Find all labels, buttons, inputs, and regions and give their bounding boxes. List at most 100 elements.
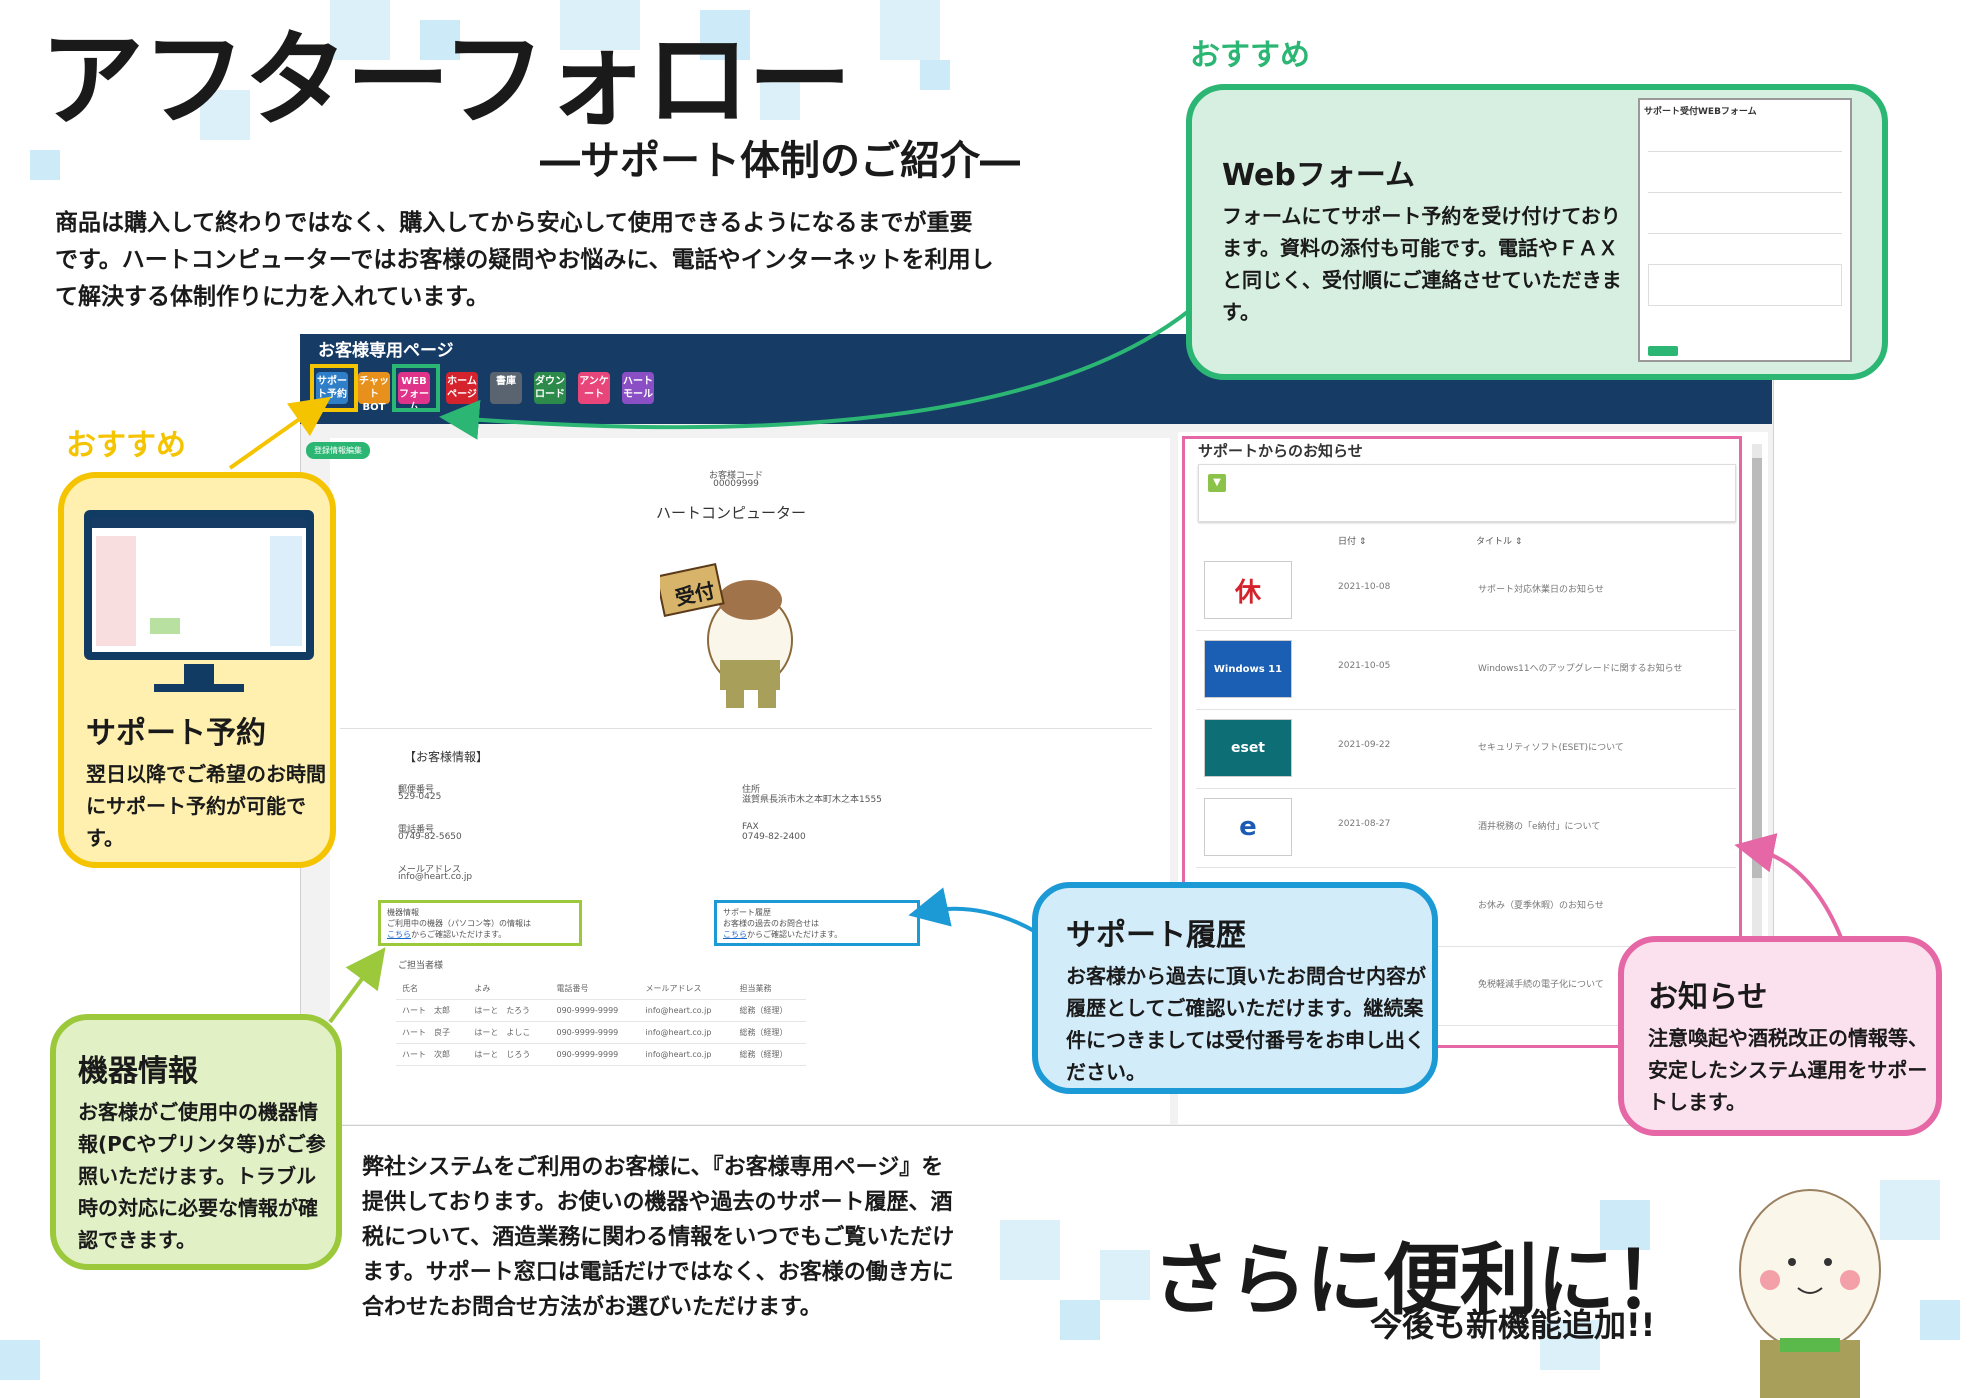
nav-button-2[interactable]: WEBフォーム (398, 372, 430, 413)
callout-support-history: サポート履歴 お客様から過去に頂いたお問合せ内容が履歴としてご確認いただけます。… (1032, 882, 1438, 1094)
history-box-title: サポート履歴 (723, 908, 771, 917)
news-date-header[interactable]: 日付 ⇕ (1338, 537, 1367, 547)
more-convenient-heading: さらに便利に！ (1152, 1236, 1692, 1326)
table-cell: info@heart.co.jp (639, 999, 734, 1022)
table-cell: ハート 良子 (396, 1021, 469, 1044)
news-filter-panel (1198, 464, 1736, 522)
reservation-text: 翌日以降でご希望のお時間にサポート予約が可能です。 (86, 762, 326, 850)
list-item[interactable]: お休み（夏季休暇）のお知らせ (1196, 868, 1736, 947)
nav-button-4[interactable]: 書庫 (490, 372, 522, 404)
webform-text: フォームにてサポート予約を受け付けております。資料の添付も可能です。電話やＦＡＸ… (1222, 204, 1622, 324)
news-thumbnail: 休 (1204, 561, 1292, 619)
device-info-title: 機器情報 (78, 1054, 198, 1089)
staff-column-header: 担当業務 (733, 978, 806, 1000)
form-field (1648, 223, 1842, 234)
table-cell: ハート 次郎 (396, 1043, 469, 1066)
phone-label: 電話番号 (398, 825, 435, 835)
news-thumbnail: Windows 11 (1204, 640, 1292, 698)
device-info-text: お客様がご使用中の機器情報(PCやプリンタ等)がご参照いただけます。トラブル時の… (78, 1100, 326, 1252)
fax-value: 0749-82-2400 (742, 832, 806, 842)
device-box-line1: ご利用中の機器（パソコン等）の情報は (387, 919, 531, 928)
form-field (1648, 141, 1842, 152)
form-submit-button (1648, 346, 1678, 356)
portal-title: お客様専用ページ (318, 341, 454, 361)
news-item-title[interactable]: 免税軽減手続の電子化について (1478, 980, 1604, 990)
callout-notices: お知らせ 注意喚起や酒税改正の情報等、安定したシステム運用をサポートします。 (1618, 936, 1942, 1136)
history-title: サポート履歴 (1066, 918, 1246, 953)
callout-support-reservation: サポート予約 翌日以降でご希望のお時間にサポート予約が可能です。 (58, 472, 336, 868)
phone-value: 0749-82-5650 (398, 832, 462, 842)
email-label: メールアドレス (398, 865, 462, 875)
form-textarea (1648, 264, 1842, 306)
edit-info-button[interactable]: 登録情報編集 (306, 442, 370, 459)
news-item-title[interactable]: Windows11へのアップグレードに関するお知らせ (1478, 664, 1683, 674)
reservation-title: サポート予約 (86, 716, 266, 751)
device-box-line2: からご確認いただけます。 (411, 930, 507, 939)
address-label: 住所 (742, 785, 761, 795)
list-item[interactable]: Windows 11 2021-10-05 Windows11へのアップグレードに関… (1196, 631, 1736, 710)
mascot-bottom-image (1739, 1189, 1881, 1398)
nav-button-3[interactable]: ホームページ (446, 372, 478, 404)
history-box-line2: からご確認いただけます。 (747, 930, 843, 939)
nav-button-6[interactable]: アンケート (578, 372, 610, 404)
table-cell: はーと たろう (468, 999, 551, 1022)
news-item-title[interactable]: お休み（夏季休暇）のお知らせ (1478, 901, 1604, 911)
list-item[interactable]: 免税軽減手続の電子化について (1196, 947, 1736, 1026)
news-title: サポートからのお知らせ (1198, 442, 1363, 460)
address-value: 滋賀県長浜市木之本町木之本1555 (742, 795, 882, 805)
postal-label: 郵便番号 (398, 785, 435, 795)
list-item[interactable]: e 2021-08-27 酒井税務の「e納付」について (1196, 789, 1736, 868)
recommended-badge-reservation: おすすめ (66, 428, 186, 463)
news-highlight (1182, 436, 1742, 1048)
history-box-line1: お客様の過去のお問合せは (723, 919, 819, 928)
table-cell: 090-9999-9999 (550, 999, 640, 1022)
page-subtitle: ―サポート体制のご紹介― (540, 138, 1020, 184)
customer-code: 00009999 (713, 479, 759, 489)
divider (340, 728, 1152, 729)
table-cell: info@heart.co.jp (639, 1043, 734, 1066)
nav-button-5[interactable]: ダウンロード (534, 372, 566, 404)
monitor-icon (84, 510, 314, 692)
table-cell: 090-9999-9999 (550, 1021, 640, 1044)
filter-icon[interactable]: ▼ (1208, 474, 1226, 492)
table-cell: はーと じろう (468, 1043, 551, 1066)
staff-column-header: よみ (468, 978, 551, 1000)
form-field (1648, 182, 1842, 193)
intro-text: 商品は購入して終わりではなく、購入してから安心して使用できるようになるまでが重要… (55, 210, 994, 310)
nav-button-1[interactable]: チャットBOT (358, 372, 390, 413)
webform-title: Webフォーム (1222, 158, 1415, 193)
device-info-link[interactable]: こちら (387, 930, 411, 939)
news-date: 2021-10-05 (1338, 661, 1391, 671)
news-title-header[interactable]: タイトル ⇕ (1476, 537, 1523, 547)
company-name: ハートコンピューター (656, 504, 807, 522)
news-item-title[interactable]: 酒井税務の「e納付」について (1478, 822, 1601, 832)
history-link[interactable]: こちら (723, 930, 747, 939)
page-title: アフターフォロー (40, 19, 852, 141)
callout-webform: Webフォーム フォームにてサポート予約を受け付けております。資料の添付も可能で… (1186, 84, 1888, 380)
callout-device-info: 機器情報 お客様がご使用中の機器情報(PCやプリンタ等)がご参照いただけます。ト… (50, 1014, 342, 1270)
table-cell: 総務（経理） (733, 999, 806, 1022)
device-box-title: 機器情報 (387, 908, 419, 917)
history-text: お客様から過去に頂いたお問合せ内容が履歴としてご確認いただけます。継続案件につき… (1066, 964, 1426, 1084)
webform-preview: サポート受付WEBフォーム (1638, 98, 1852, 362)
customer-code-label: お客様コード (708, 471, 763, 481)
nav-button-7[interactable]: ハートモール (622, 372, 654, 404)
staff-heading: ご担当者様 (398, 961, 444, 971)
news-item-title[interactable]: サポート対応休業日のお知らせ (1478, 585, 1604, 595)
news-item-title[interactable]: セキュリティソフト(ESET)について (1478, 743, 1624, 753)
news-date: 2021-08-27 (1338, 819, 1391, 829)
device-info-box: 機器情報 ご利用中の機器（パソコン等）の情報は こちらからご確認いただけます。 (378, 900, 582, 946)
news-scrollbar-thumb[interactable] (1752, 458, 1762, 878)
table-cell: 総務（経理） (733, 1043, 806, 1066)
news-thumbnail: e (1204, 798, 1292, 856)
table-cell: ハート 太郎 (396, 999, 469, 1022)
staff-column-header: 氏名 (396, 978, 469, 1000)
staff-column-header: 電話番号 (550, 978, 640, 1000)
